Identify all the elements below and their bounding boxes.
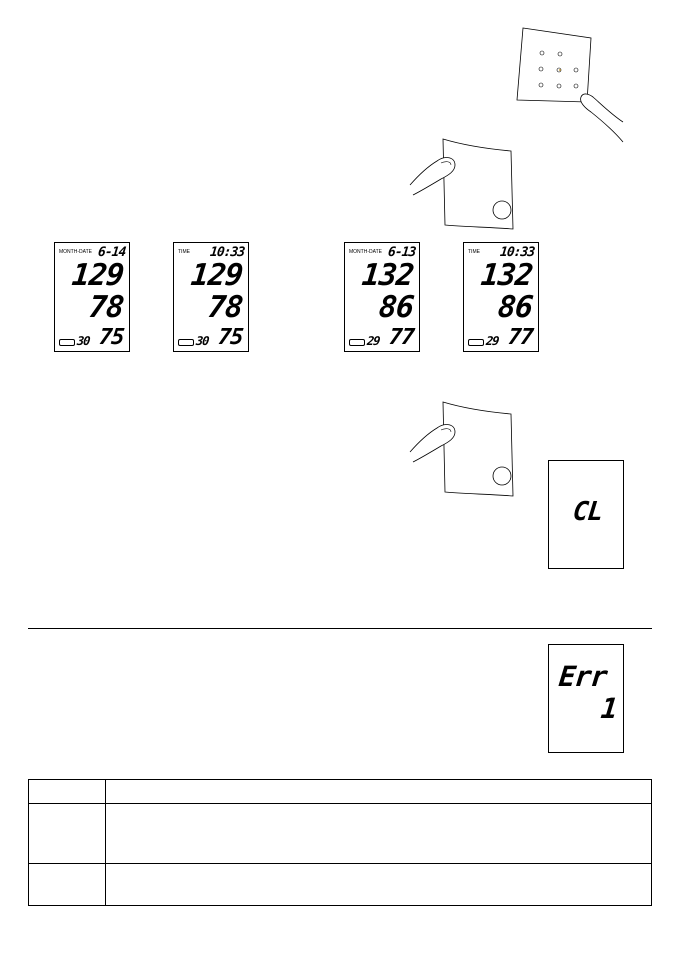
systolic-value: 132 [479, 258, 534, 293]
systolic-value: 132 [360, 258, 415, 293]
memory-number: 29 [485, 334, 500, 348]
display-label: MONTH-DATE [349, 249, 382, 255]
display-label: TIME [178, 249, 190, 255]
keypad-press-illustration [516, 27, 624, 143]
display-label: MONTH-DATE [59, 249, 92, 255]
table-cell [105, 803, 652, 864]
error-number: 1 [599, 692, 619, 725]
section-divider [28, 628, 652, 629]
pulse-value: 75 [216, 325, 244, 350]
table-header-row [28, 779, 652, 804]
error-code: Err [557, 660, 609, 693]
pulse-value: 77 [506, 325, 534, 350]
clear-code: CL [571, 497, 604, 527]
button-press-illustration [409, 138, 514, 230]
memory-icon [349, 339, 365, 346]
pulse-value: 75 [97, 325, 125, 350]
button-press-illustration-2 [409, 401, 514, 497]
pulse-value: 77 [387, 325, 415, 350]
table-cell [105, 779, 652, 804]
error-table [28, 779, 652, 906]
table-cell [105, 863, 652, 906]
systolic-value: 129 [189, 258, 244, 293]
table-cell [28, 863, 106, 906]
diastolic-value: 86 [496, 290, 534, 325]
memory-icon [59, 339, 75, 346]
memory-icon [178, 339, 194, 346]
diastolic-value: 78 [206, 290, 244, 325]
table-row [28, 803, 652, 864]
table-cell [28, 779, 106, 804]
memory-number: 29 [366, 334, 381, 348]
error-display: Err 1 [548, 644, 624, 753]
diastolic-value: 78 [87, 290, 125, 325]
table-row [28, 863, 652, 906]
systolic-value: 129 [70, 258, 125, 293]
table-cell [28, 803, 106, 864]
memory-number: 30 [76, 334, 91, 348]
display-label: TIME [468, 249, 480, 255]
diastolic-value: 86 [377, 290, 415, 325]
clear-memory-display: CL [548, 460, 624, 569]
memory-number: 30 [195, 334, 210, 348]
memory-icon [468, 339, 484, 346]
